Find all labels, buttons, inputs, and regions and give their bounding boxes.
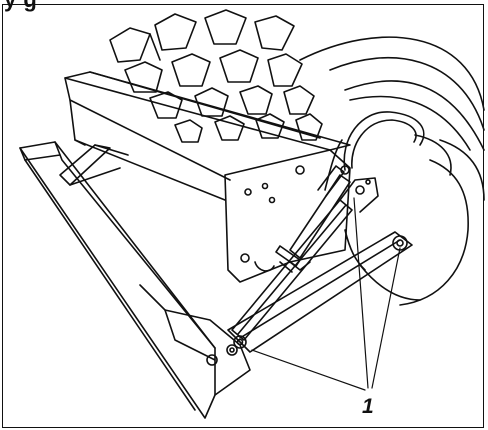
push-arm-left	[59, 144, 129, 186]
pad-foot-teeth	[109, 9, 323, 143]
page-heading-fragment: y g	[4, 0, 37, 11]
roller-drum	[299, 36, 485, 306]
side-mount-plate	[224, 149, 351, 283]
figure-frame	[2, 4, 484, 428]
dozer-blade	[19, 141, 251, 419]
push-arm-right	[227, 231, 413, 353]
callout-number-label: 1	[362, 395, 374, 418]
frame-crossbeam	[64, 71, 351, 201]
callout-leader-lines	[251, 197, 401, 391]
hydraulic-cylinder	[231, 177, 379, 349]
hydraulic-hoses	[324, 111, 425, 191]
